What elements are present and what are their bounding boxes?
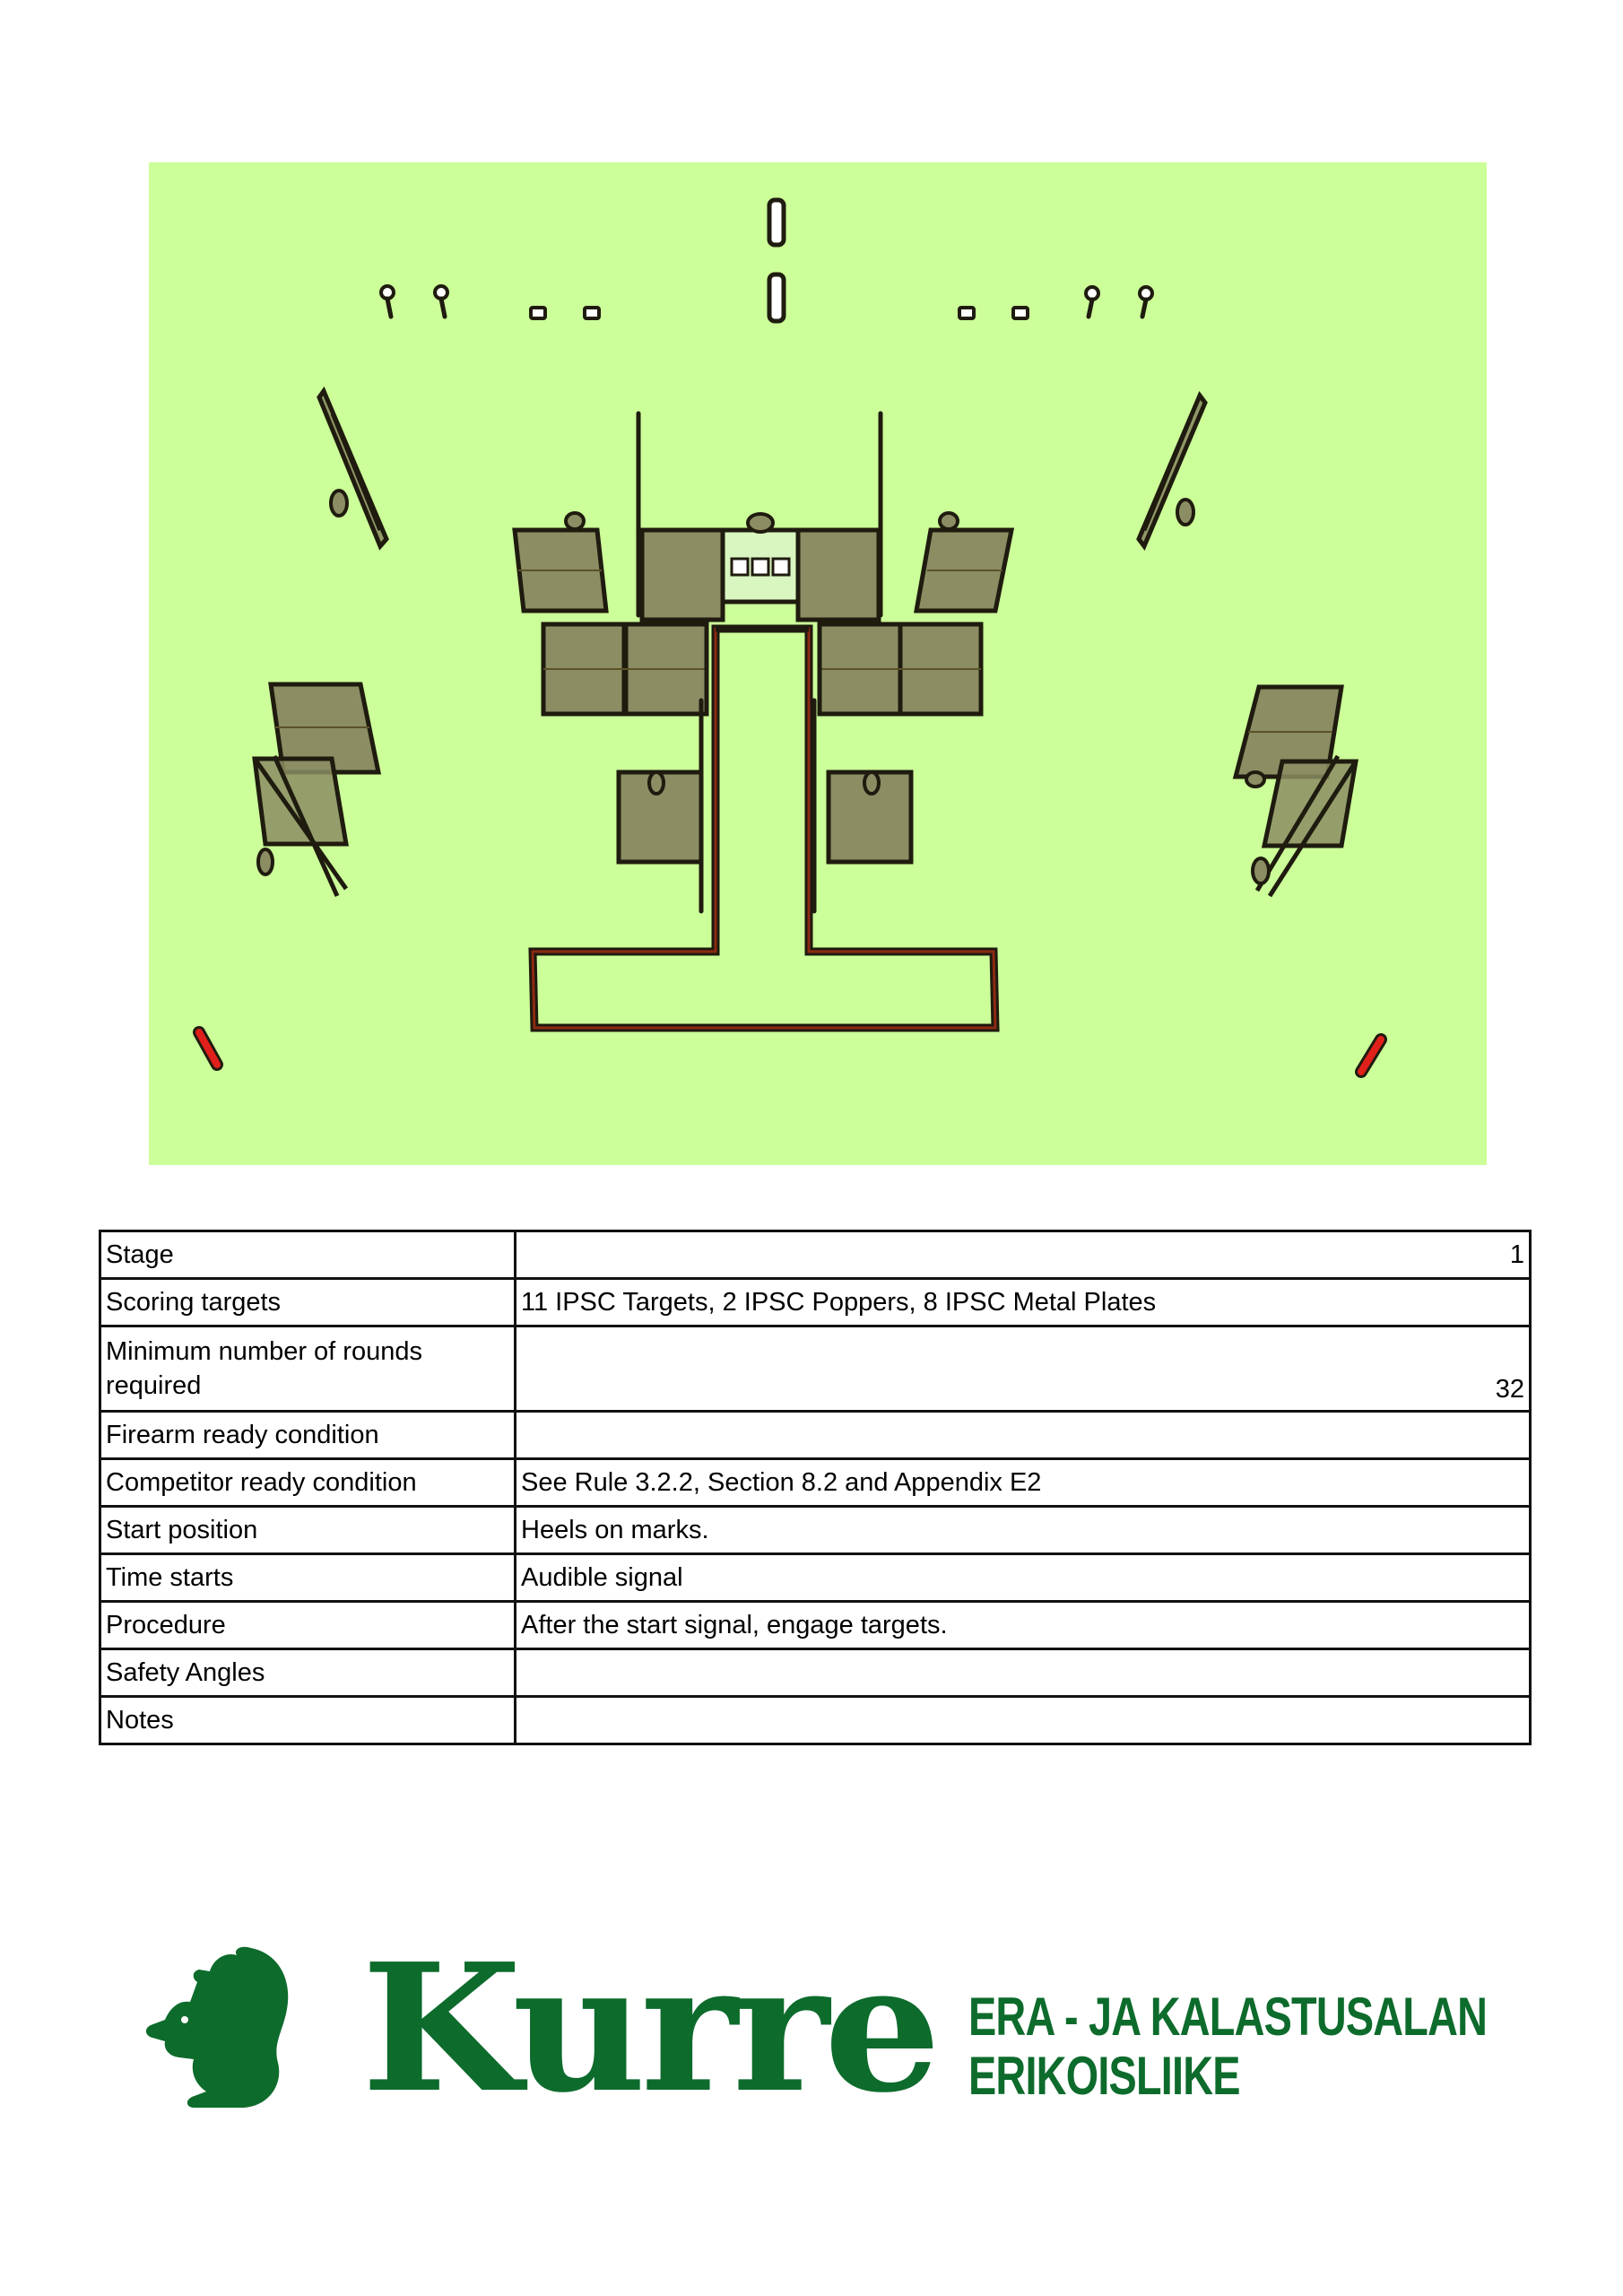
row-value: 1 bbox=[514, 1230, 1532, 1280]
metal-plates bbox=[379, 284, 1154, 320]
row-label: Scoring targets bbox=[99, 1277, 516, 1327]
logo-tagline-2: ERIKOISLIIKE bbox=[968, 2046, 1240, 2106]
table-row: Start position Heels on marks. bbox=[99, 1505, 1532, 1555]
table-row: Minimum number of rounds required 32 bbox=[99, 1325, 1532, 1413]
table-row: Procedure After the start signal, engage… bbox=[99, 1600, 1532, 1650]
squirrel-icon bbox=[145, 1946, 289, 2108]
fault-line-markers bbox=[193, 1026, 1387, 1078]
kurre-logo: Kurre ERA - JA KALASTUSALAN ERIKOISLIIKE bbox=[143, 1937, 1488, 2117]
row-value: 32 bbox=[514, 1325, 1532, 1413]
logo-wordmark: Kurre bbox=[361, 1926, 942, 2132]
side-wall-left-bottom bbox=[252, 682, 382, 898]
side-wall-right-top bbox=[1136, 391, 1208, 551]
row-value: See Rule 3.2.2, Section 8.2 and Appendix… bbox=[514, 1457, 1532, 1508]
center-structure bbox=[512, 411, 1015, 914]
row-label: Safety Angles bbox=[99, 1648, 516, 1698]
row-value bbox=[514, 1695, 1532, 1745]
row-label: Time starts bbox=[99, 1552, 516, 1603]
table-row: Time starts Audible signal bbox=[99, 1552, 1532, 1603]
row-label: Minimum number of rounds required bbox=[99, 1325, 516, 1413]
side-wall-right-bottom bbox=[1232, 684, 1358, 898]
row-value: After the start signal, engage targets. bbox=[514, 1600, 1532, 1650]
table-row: Notes bbox=[99, 1695, 1532, 1745]
table-row: Scoring targets 11 IPSC Targets, 2 IPSC … bbox=[99, 1277, 1532, 1327]
row-label: Start position bbox=[99, 1505, 516, 1555]
row-value bbox=[514, 1648, 1532, 1698]
stage-info-table: Stage 1 Scoring targets 11 IPSC Targets,… bbox=[99, 1230, 1532, 1745]
table-row: Stage 1 bbox=[99, 1230, 1532, 1280]
row-label: Competitor ready condition bbox=[99, 1457, 516, 1508]
shooting-area-boundary bbox=[528, 624, 1000, 1032]
logo-tagline-1: ERA - JA KALASTUSALAN bbox=[968, 1987, 1488, 2047]
stage-diagram-drawing bbox=[193, 197, 1387, 1078]
row-label: Notes bbox=[99, 1695, 516, 1745]
row-value: Audible signal bbox=[514, 1552, 1532, 1603]
row-label: Firearm ready condition bbox=[99, 1410, 516, 1460]
row-value bbox=[514, 1410, 1532, 1460]
popper-targets bbox=[767, 197, 786, 324]
table-row: Safety Angles bbox=[99, 1648, 1532, 1698]
side-wall-left-top bbox=[317, 386, 389, 551]
row-label: Procedure bbox=[99, 1600, 516, 1650]
row-value: 11 IPSC Targets, 2 IPSC Poppers, 8 IPSC … bbox=[514, 1277, 1532, 1327]
table-row: Competitor ready condition See Rule 3.2.… bbox=[99, 1457, 1532, 1508]
row-label: Stage bbox=[99, 1230, 516, 1280]
stage-diagram bbox=[149, 162, 1487, 1165]
row-value: Heels on marks. bbox=[514, 1505, 1532, 1555]
table-row: Firearm ready condition bbox=[99, 1410, 1532, 1460]
